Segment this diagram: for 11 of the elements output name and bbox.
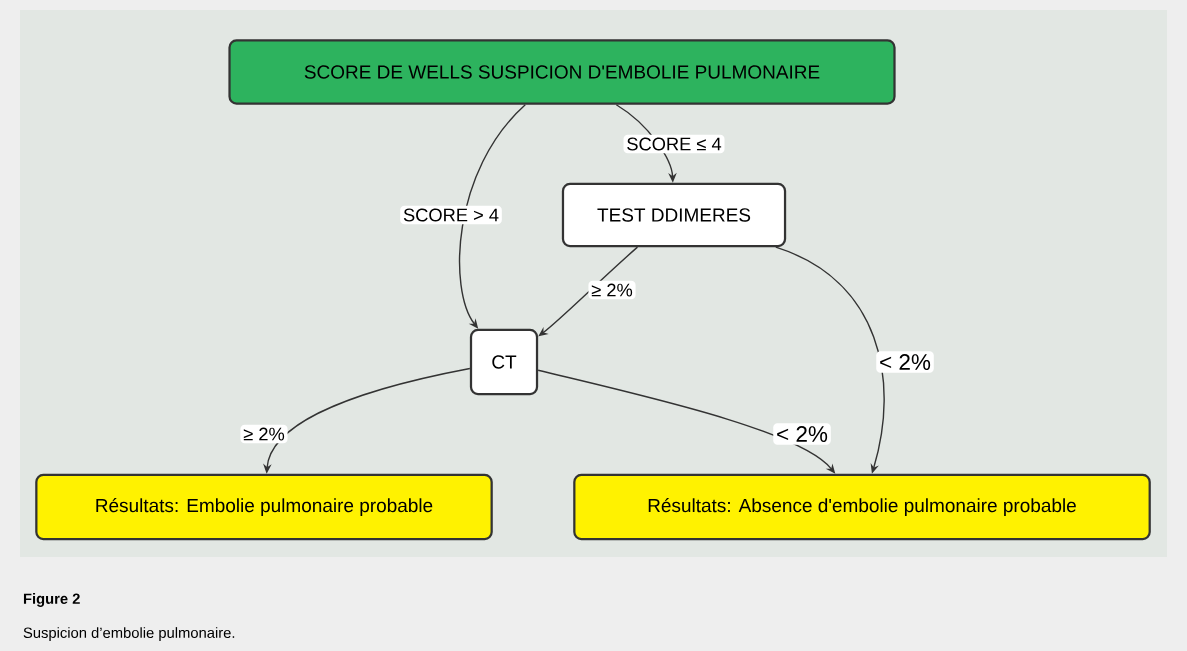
title-box: SCORE DE WELLS SUSPICION D'EMBOLIE PULMONAIRE <box>228 39 896 105</box>
arrow <box>538 246 639 337</box>
process-box: CT <box>469 328 539 396</box>
caption: Suspicion d’embolie pulmonaire. <box>23 627 235 641</box>
result-box: Résultats: Embolie pulmonaire probable <box>35 473 493 541</box>
result-box: Résultats: Absence d'embolie pulmonaire probable <box>573 473 1151 541</box>
arrow <box>458 104 526 329</box>
edge-label: < 2% <box>876 351 934 373</box>
figure-title: Figure 2 <box>23 593 80 607</box>
edge-label: < 2% <box>773 423 831 445</box>
process-box: TEST DDIMERES <box>561 182 787 248</box>
